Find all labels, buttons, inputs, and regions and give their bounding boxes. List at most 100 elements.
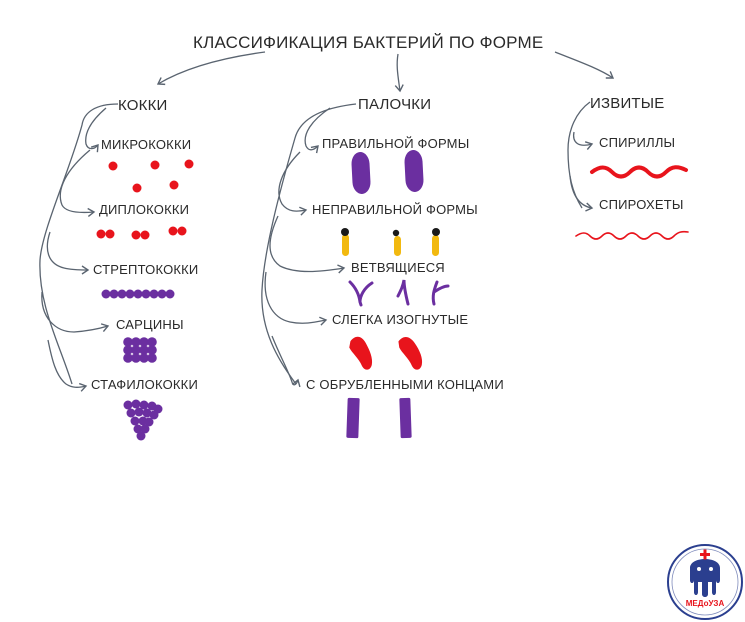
spirochetes-figure [575,230,689,240]
logo-cell [671,548,739,616]
branched-rods-cell [358,300,363,307]
rods-bracket-b4 [264,271,328,326]
cocci-bracket-b4 [41,291,110,333]
micrococcus-cell [150,160,160,170]
cocci-bracket-b2 [59,149,96,218]
sarcinae-cell [131,345,141,355]
diagram-title: КЛАССИФИКАЦИЯ БАКТЕРИЙ ПО ФОРМЕ [193,33,544,52]
branched-rods-cell [348,280,374,303]
staphylococci-cell [134,407,144,417]
staphylococci-cell [144,417,154,427]
staphylococci-cell [130,416,140,426]
rods-bracket-b2 [278,151,308,216]
sarcinae-cell [147,353,157,363]
cocci-bracket [39,103,119,385]
irregular-rods-figure [341,228,440,256]
curved-rods-cell [349,336,373,370]
arrow-title-to-spiral [554,51,615,79]
branched-rods-cell [396,279,410,306]
rod-cell [404,150,424,192]
cocci-item-micrococci: МИКРОКОККИ [101,137,192,152]
staphylococci-cell [123,400,133,410]
logo-cell [703,549,707,560]
spiral-item-spirochetes: СПИРОХЕТЫ [599,197,684,212]
staphylococci-cell [149,410,159,420]
irregular-rods-cell [342,234,349,256]
rods-item-irregular: НЕПРАВИЛЬНОЙ ФОРМЫ [312,202,478,217]
staphylococci-cell [136,431,146,441]
irregular-rods-cell [341,228,349,236]
spirilla-figure [590,165,688,179]
cocci-item-diplococci: ДИПЛОКОККИ [99,202,190,217]
diplococcus-cell [131,230,141,240]
spiral-bracket [567,101,591,209]
staphylococci-cell [142,408,152,418]
rod-cell [351,152,371,194]
streptococci-cell [125,289,135,299]
sarcinae-cell [139,345,149,355]
staphylococci-cell [139,400,149,410]
diplococcus-cell [177,226,187,236]
staphylococci-cell [131,399,141,409]
spiral-bracket-b2 [569,175,594,212]
category-cocci: КОККИ [118,97,168,114]
rods-bracket [261,103,357,385]
staphylococci-cell [133,424,143,434]
branched-rods-cell [432,284,450,294]
micrococcus-cell [184,159,194,169]
cocci-item-streptococci: СТРЕПТОКОККИ [93,262,199,277]
micrococcus-cell [169,180,179,190]
logo-cell [709,567,713,571]
micrococcus-cell [132,183,142,193]
rods-bracket-b3 [269,215,346,274]
irregular-rods-cell [432,228,440,236]
logo: МЕДоУЗА [667,544,743,620]
staphylococci-figure [123,399,163,441]
cocci-bracket-b1 [85,107,107,153]
sarcinae-cell [147,337,157,347]
streptococci-cell [109,289,119,299]
curved-rods-cell [398,337,423,370]
rods-item-curved: СЛЕГКА ИЗОГНУТЫЕ [332,312,469,327]
rods-bracket-b5 [271,335,301,388]
irregular-rods-cell [392,229,400,237]
cocci-bracket-b3 [46,231,90,275]
curved-rods-figure [349,336,423,370]
streptococci-cell [133,289,143,299]
micrococci-figure [108,159,194,193]
sarcinae-cell [139,337,149,347]
sarcinae-cell [123,345,133,355]
diplococcus-cell [140,230,150,240]
category-spiral: ИЗВИТЫЕ [590,95,665,112]
sarcinae-cell [147,345,157,355]
streptococci-cell [149,289,159,299]
irregular-rods-cell [432,235,439,256]
staphylococci-cell [140,424,150,434]
octopus-logo-icon [690,559,720,597]
rods-item-truncated: С ОБРУБЛЕННЫМИ КОНЦАМИ [306,377,504,392]
irregular-rods-cell [394,236,401,256]
rod-cell [346,397,360,439]
diplococcus-cell [96,229,106,239]
rod-cell [399,397,412,439]
arrow-title-to-rods [394,53,404,93]
rods-item-branched: ВЕТВЯЩИЕСЯ [351,260,445,275]
sarcinae-cell [123,337,133,347]
sarcinae-cell [131,337,141,347]
sarcinae-cell [131,353,141,363]
regular-rods-figure [351,150,424,194]
diplococci-figure [96,226,187,240]
diplococcus-cell [105,229,115,239]
streptococci-cell [101,289,111,299]
streptococci-cell [141,289,151,299]
streptococci-figure [101,289,175,299]
streptococci-cell [157,289,167,299]
micrococcus-cell [108,161,118,171]
cocci-item-sarcinae: САРЦИНЫ [116,317,184,332]
category-rods: ПАЛОЧКИ [358,96,432,113]
rods-bracket-b1 [304,107,331,154]
sarcinae-cell [123,353,133,363]
cocci-bracket-b5 [47,339,88,392]
